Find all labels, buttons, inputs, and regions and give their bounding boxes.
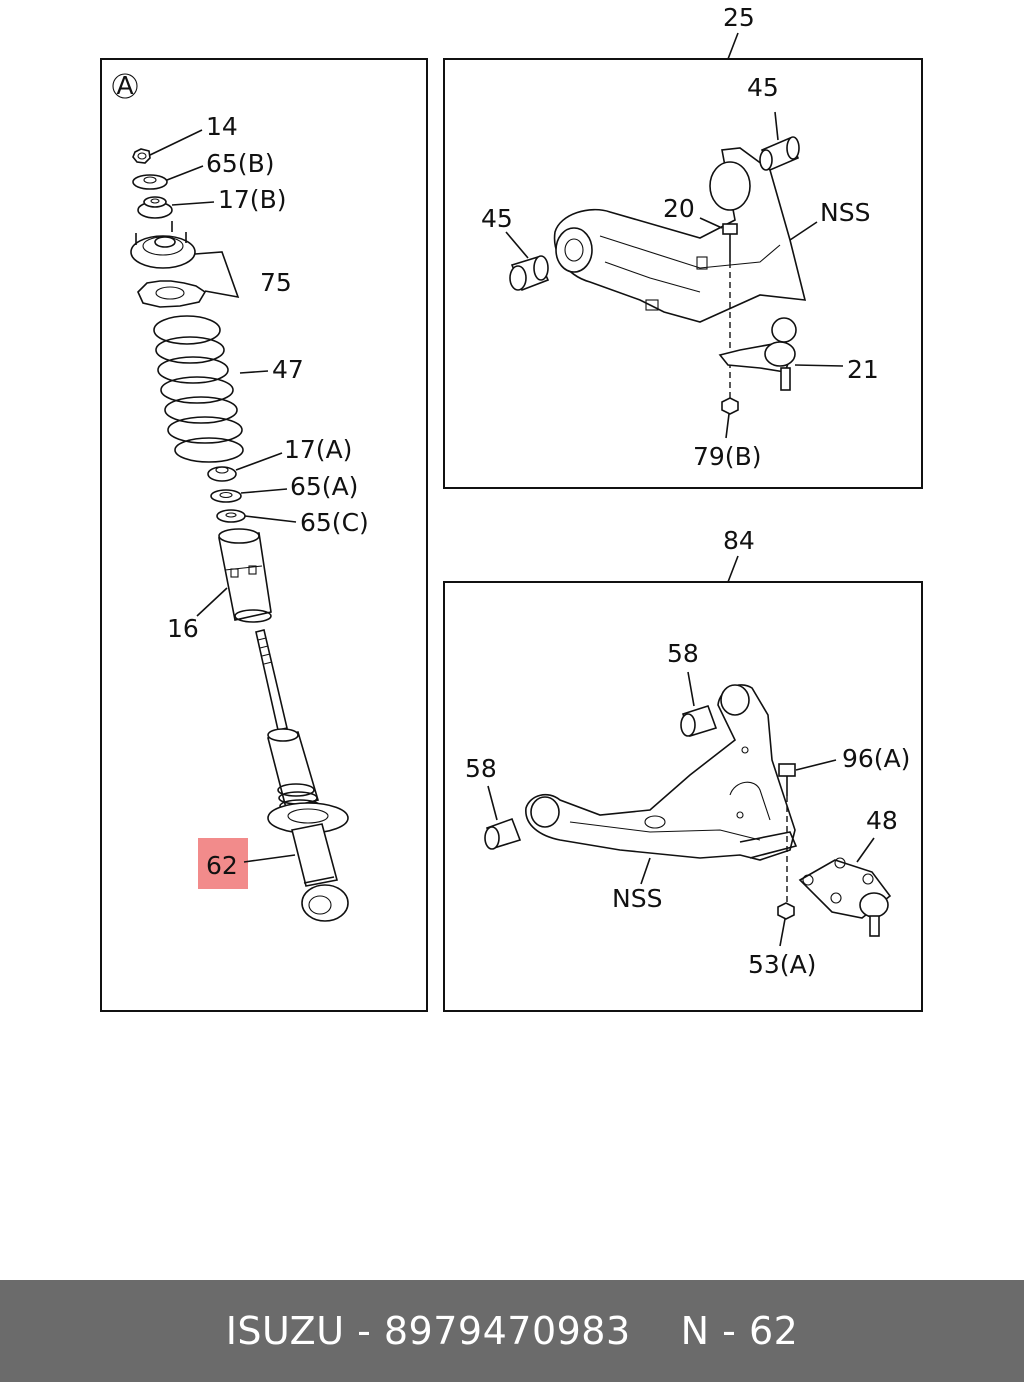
- label-65b: 65(B): [206, 149, 274, 178]
- washer-65b-drawing: [132, 174, 168, 190]
- nut-79b-drawing: [721, 397, 739, 415]
- panel-left-frame: [100, 58, 428, 1012]
- label-62-highlight: [198, 838, 248, 889]
- label-96a: 96(A): [842, 744, 910, 773]
- label-62: 62: [206, 851, 238, 880]
- label-21: 21: [847, 355, 879, 384]
- label-53a: 53(A): [748, 950, 816, 979]
- bolt-20-drawing: [722, 223, 738, 262]
- ball-joint-21-drawing: [718, 317, 797, 391]
- label-58-left: 58: [465, 754, 497, 783]
- footer-brand-part-number: ISUZU - 8979470983: [225, 1309, 631, 1353]
- nut-53a-drawing: [777, 902, 795, 920]
- footer-bar: ISUZU - 8979470983 N - 62: [0, 1280, 1024, 1382]
- dust-cover-16-drawing: [218, 528, 272, 623]
- svg-text:A: A: [116, 71, 133, 100]
- label-58-top: 58: [667, 639, 699, 668]
- nut-14-drawing: [132, 148, 151, 164]
- label-47: 47: [272, 355, 304, 384]
- label-45-left: 45: [481, 204, 513, 233]
- ball-joint-48-drawing: [798, 857, 892, 937]
- label-nss-lower: NSS: [612, 884, 662, 913]
- label-nss-upper: NSS: [820, 198, 870, 227]
- callout-25: 25: [723, 3, 755, 32]
- bushing-45-right-drawing: [759, 136, 800, 172]
- washer-65c-drawing: [216, 509, 246, 523]
- upper-arm-drawing: [553, 147, 807, 323]
- label-14: 14: [206, 112, 238, 141]
- label-16: 16: [167, 614, 199, 643]
- label-17a: 17(A): [284, 435, 352, 464]
- upper-mount-75-drawing: [130, 221, 207, 308]
- label-20: 20: [663, 194, 695, 223]
- section-marker: A: [112, 71, 138, 100]
- label-65c: 65(C): [300, 508, 369, 537]
- label-75: 75: [260, 268, 292, 297]
- lower-arm-drawing: [525, 684, 798, 861]
- bushing-58-left-drawing: [484, 817, 522, 850]
- bolt-96a-drawing: [778, 763, 796, 796]
- bushing-58-top-drawing: [680, 705, 718, 737]
- bumper-17a-drawing: [207, 466, 237, 482]
- bushing-17b-drawing: [137, 196, 173, 219]
- coil-spring-47-drawing: [153, 315, 244, 463]
- label-79b: 79(B): [693, 442, 761, 471]
- bushing-45-left-drawing: [509, 255, 550, 292]
- panel-upper-arm-frame: [443, 58, 923, 489]
- washer-65a-drawing: [210, 489, 242, 503]
- label-17b: 17(B): [218, 185, 286, 214]
- callout-84: 84: [723, 526, 755, 555]
- label-45-right: 45: [747, 73, 779, 102]
- footer-page-ref: N - 62: [680, 1309, 799, 1353]
- parts-diagram: A 14 65(B) 17(B) 75: [100, 3, 923, 1012]
- label-48: 48: [866, 806, 898, 835]
- label-65a: 65(A): [290, 472, 358, 501]
- panel-lower-arm-frame: [443, 581, 923, 1012]
- shock-absorber-62-drawing: [255, 629, 349, 922]
